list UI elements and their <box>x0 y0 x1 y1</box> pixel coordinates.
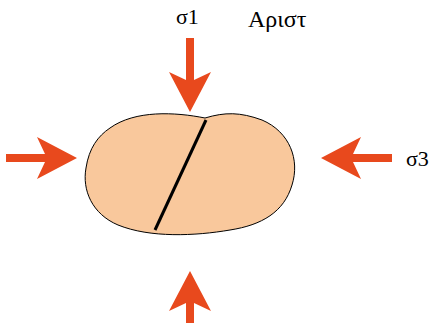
rock-specimen <box>85 114 295 235</box>
sigma1-arrow-bottom <box>169 271 211 323</box>
sigma3-arrow-left <box>6 137 77 179</box>
stress-label: σ3 <box>406 148 429 170</box>
fracture-plane <box>155 120 206 230</box>
sigma1-arrow-top <box>169 38 211 112</box>
title-fragment: Αριστ <box>248 7 306 31</box>
sigma3-arrow-right <box>321 137 392 179</box>
stress-label: σ1 <box>176 6 199 28</box>
